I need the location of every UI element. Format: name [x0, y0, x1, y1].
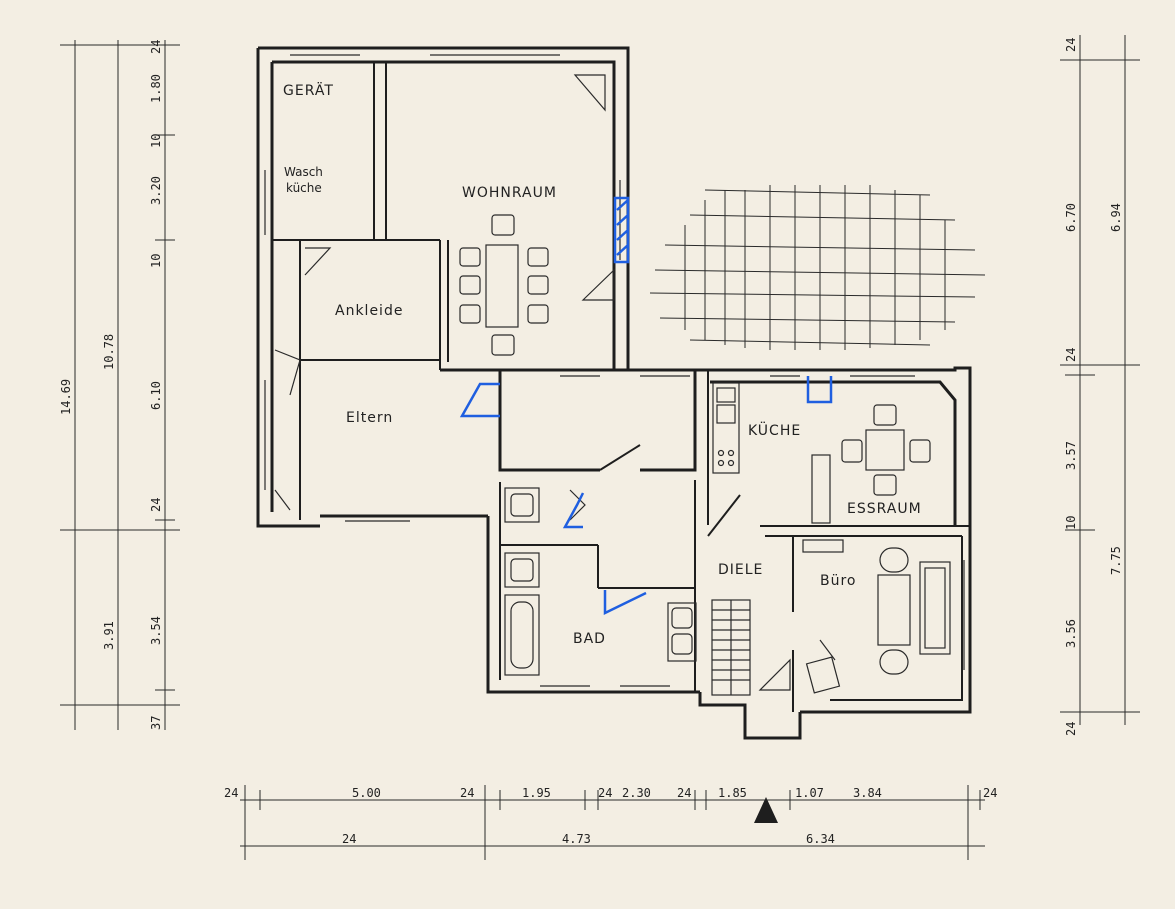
bad-fixtures [504, 487, 697, 676]
dim-right-2: 6.70 [1064, 203, 1078, 232]
blue-annotations [459, 196, 833, 616]
room-label-wasch-2: küche [286, 181, 322, 195]
dim-left-outer: 14.69 [59, 379, 73, 415]
kueche-counter [712, 382, 831, 524]
room-label-essraum: ESSRAUM [847, 501, 922, 517]
dim-bottom-11: 24 [983, 786, 997, 800]
dim-bottom-row2-3: 6.34 [806, 832, 835, 846]
room-label-buero: Büro [820, 573, 857, 589]
dim-left-inner-7: 24 [149, 498, 163, 512]
dim-left-inner-3: 10 [149, 134, 163, 148]
dim-right-4: 3.57 [1064, 441, 1078, 470]
dim-left-inner-6: 6.10 [149, 381, 163, 410]
dim-bottom-5: 24 [598, 786, 612, 800]
door-swings [274, 74, 836, 691]
dim-right-7: 24 [1064, 722, 1078, 736]
dim-bottom-2: 5.00 [352, 786, 381, 800]
dim-bottom-1: 24 [224, 786, 238, 800]
dim-right-6: 3.56 [1064, 619, 1078, 648]
room-label-kueche: KÜCHE [748, 421, 801, 439]
room-label-wohnraum: WOHNRAUM [462, 185, 557, 201]
dim-bottom-10: 3.84 [853, 786, 882, 800]
dim-right-5: 10 [1064, 516, 1078, 530]
dim-bottom-9: 1.07 [795, 786, 824, 800]
dim-bottom-7: 24 [677, 786, 691, 800]
dimension-lines-left [60, 40, 180, 730]
north-arrow-icon [754, 797, 778, 823]
dim-left-inner-1: 24 [149, 40, 163, 54]
staircase [711, 599, 751, 696]
dim-left-inner-5: 10 [149, 254, 163, 268]
dim-bottom-4: 1.95 [522, 786, 551, 800]
dim-bottom-row2-2: 4.73 [562, 832, 591, 846]
dim-left-inner-4: 3.20 [149, 176, 163, 205]
room-label-ankleide: Ankleide [335, 303, 403, 319]
wohnraum-dining-set [459, 214, 549, 356]
dimension-lines-right [1060, 35, 1140, 725]
dimension-lines-bottom [240, 785, 985, 860]
room-label-diele: DIELE [718, 562, 763, 578]
walls [256, 46, 972, 740]
essraum-table-set [841, 404, 931, 496]
dim-bottom-3: 24 [460, 786, 474, 800]
dim-left-mid-1: 10.78 [102, 334, 116, 370]
room-label-bad: BAD [573, 631, 606, 647]
dim-left-inner-8: 3.54 [149, 616, 163, 645]
dim-right-mid-1: 6.94 [1109, 203, 1123, 232]
room-label-wasch-1: Wasch [284, 165, 323, 179]
dim-bottom-8: 1.85 [718, 786, 747, 800]
dim-bottom-6: 2.30 [622, 786, 651, 800]
dim-right-1: 24 [1064, 38, 1078, 52]
pergola-grid [649, 185, 986, 350]
dim-right-3: 24 [1064, 348, 1078, 362]
dim-bottom-row2-1: 24 [342, 832, 356, 846]
room-label-eltern: Eltern [346, 410, 393, 426]
room-label-geraet: GERÄT [283, 81, 334, 99]
dim-left-mid-2: 3.91 [102, 621, 116, 650]
buero-furniture [802, 539, 951, 694]
dim-left-inner-2: 1.80 [149, 74, 163, 103]
dim-left-inner-9: 37 [149, 716, 163, 730]
windows [264, 54, 965, 687]
dim-right-mid-2: 7.75 [1109, 546, 1123, 575]
